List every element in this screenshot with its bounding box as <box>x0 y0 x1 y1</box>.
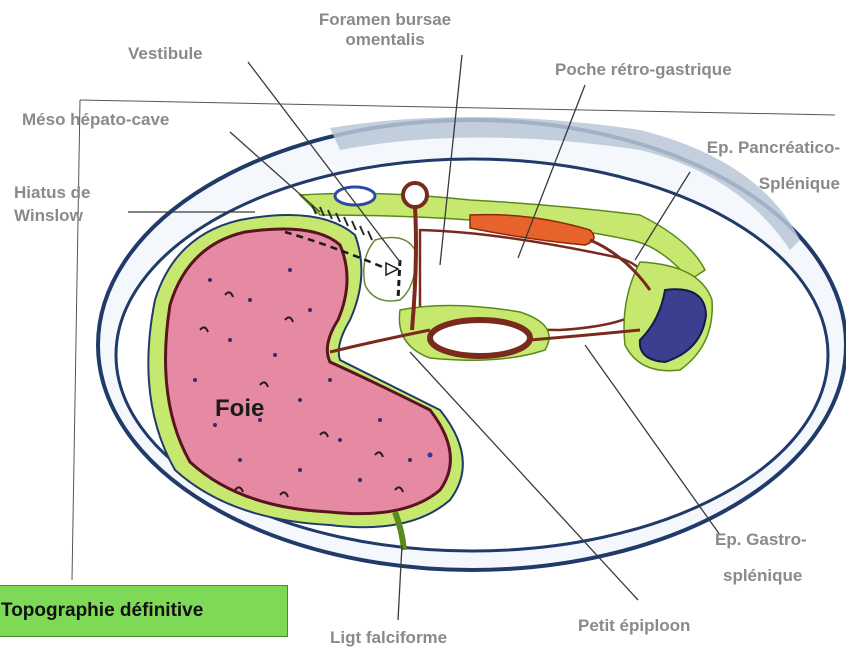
aorta <box>403 183 427 207</box>
label-foramen: Foramen bursae omentalis <box>300 10 470 50</box>
label-hiatus-line2: Winslow <box>14 206 91 226</box>
label-ligt-falciforme: Ligt falciforme <box>330 628 447 648</box>
label-foramen-line2: omentalis <box>300 30 470 50</box>
title-box: Topographie définitive <box>0 585 288 637</box>
label-gastro-line2: splénique <box>715 566 807 586</box>
label-vestibule: Vestibule <box>128 44 203 64</box>
label-poche: Poche rétro-gastrique <box>555 60 732 80</box>
label-gastro-line1: Ep. Gastro- <box>715 530 807 550</box>
frame-line-left <box>72 100 80 580</box>
diagram-title: Topographie définitive <box>1 600 203 622</box>
label-petit-epiploon: Petit épiploon <box>578 616 690 636</box>
stomach <box>430 320 530 356</box>
label-foramen-line1: Foramen bursae <box>300 10 470 30</box>
label-gastro: Ep. Gastro- splénique <box>715 530 807 586</box>
label-hiatus: Hiatus de Winslow <box>14 183 91 226</box>
label-pancreatico-line2: Splénique <box>707 174 840 194</box>
label-hiatus-line1: Hiatus de <box>14 183 91 203</box>
label-meso: Méso hépato-cave <box>22 110 169 130</box>
label-foie: Foie <box>215 395 264 423</box>
label-pancreatico: Ep. Pancréatico- Splénique <box>707 138 840 194</box>
label-pancreatico-line1: Ep. Pancréatico- <box>707 138 840 158</box>
